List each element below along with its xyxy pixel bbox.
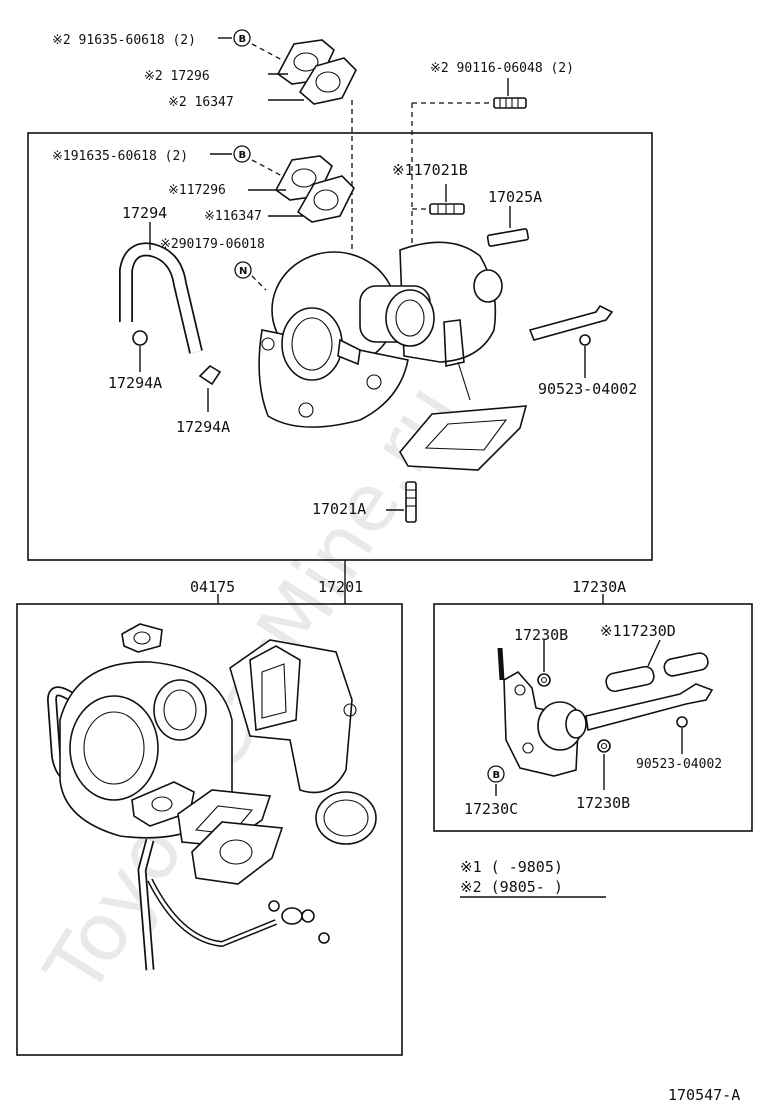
svg-text:B: B [239,150,247,161]
label-17025a: 17025A [488,188,542,206]
legend-row-2: ※2 (9805- ) [460,878,563,896]
stud-17021a [405,481,417,523]
label-16347: ※116347 [204,209,262,224]
washer-17230b-bottom [597,739,611,753]
marker-n [234,261,252,279]
label-top-91635: ※2 91635-60618 (2) [52,33,196,48]
label-17201: 17201 [318,578,363,596]
label-17294a-left: 17294A [108,374,162,392]
clamp-17294a-right [198,364,222,386]
clip-90523-actuator [676,716,688,728]
outlet-flange [399,405,528,471]
label-17294a-right: 17294A [176,418,230,436]
label-17230d: ※117230D [600,622,676,640]
washer-17230b-top [537,673,551,687]
label-17230b-bottom: 17230B [576,794,630,812]
turbo-assembly-illustration [46,623,377,971]
label-17230a: 17230A [572,578,626,596]
label-90179: ※290179-06018 [160,237,265,252]
marker-b-main [233,145,251,163]
main-parts-frame [27,132,653,561]
label-17021a: 17021A [312,500,366,518]
label-17230c: 17230C [464,800,518,818]
diagram-id: 170547-A [668,1086,740,1104]
label-90523-actuator: 90523-04002 [636,757,722,772]
svg-text:N: N [239,266,247,277]
hose-17230d-b [663,652,709,677]
hose-17230d-a [605,665,655,693]
label-04175: 04175 [190,578,235,596]
label-17021b: ※117021B [392,161,468,179]
label-17296: ※117296 [168,183,226,198]
clamp-17294a-left [132,330,148,346]
gasket-16347 [296,175,355,223]
stud-17025a [486,228,530,247]
label-top-90116: ※2 90116-06048 (2) [430,61,574,76]
svg-text:B: B [239,34,247,45]
clip-90523 [579,334,591,346]
turbocharger-body [258,241,503,428]
label-17294: 17294 [122,204,167,222]
marker-b-actuator [487,765,505,783]
marker-b-top [233,29,251,47]
actuator-illustration [497,647,714,777]
assembly-frame [16,603,403,1056]
label-top-16347: ※2 16347 [168,95,234,110]
label-91635-main: ※191635-60618 (2) [52,149,188,164]
actuator-frame [433,603,753,832]
stud-17021b [429,203,465,215]
svg-text:B: B [493,770,501,781]
stud-90116-06048 [493,97,527,109]
label-90523-main: 90523-04002 [538,380,637,398]
gasket-16347-top [298,57,357,105]
actuator-rod [528,304,614,341]
legend-row-1: ※1 ( -9805) [460,858,563,876]
hose-17294 [120,244,202,354]
label-17230b-top: 17230B [514,626,568,644]
label-top-17296: ※2 17296 [144,69,210,84]
